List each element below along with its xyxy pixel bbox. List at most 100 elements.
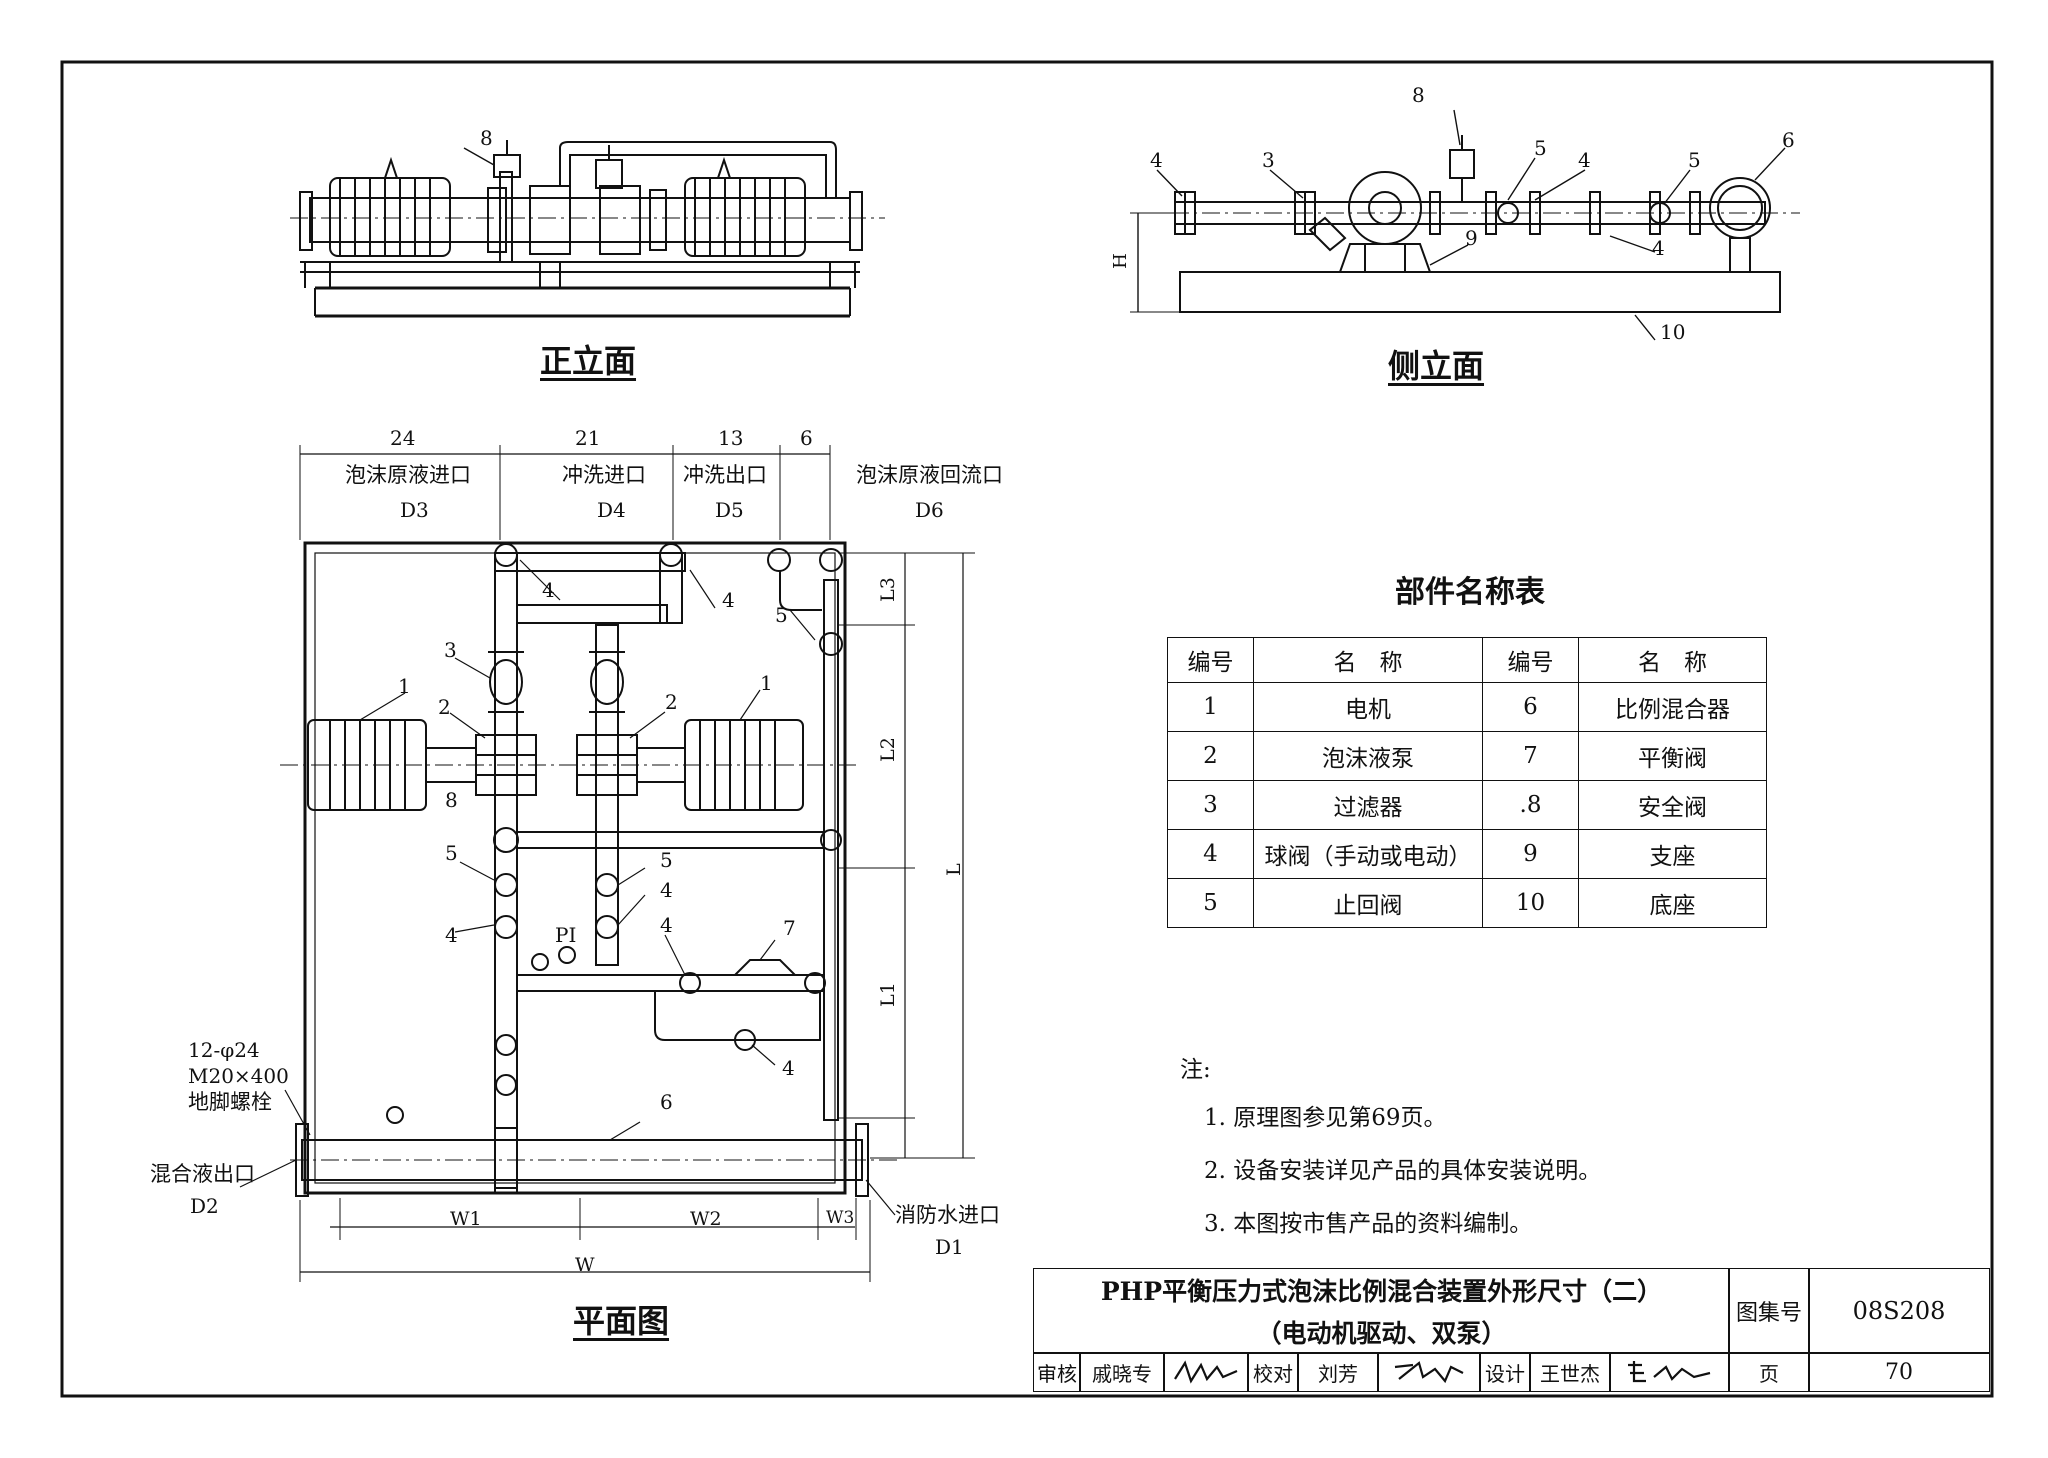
port-fire-water-inlet-code: D1	[935, 1235, 964, 1259]
checker-name: 刘芳	[1297, 1352, 1379, 1392]
table-cell: 9	[1482, 829, 1579, 879]
plan-callout-6: 6	[660, 1090, 673, 1114]
side-callout-4c: 4	[1652, 236, 1665, 260]
plan-dim-L2: L2	[876, 737, 899, 762]
side-callout-4a: 4	[1150, 148, 1163, 172]
table-header-row: 编号 名 称 编号 名 称	[1167, 637, 1767, 683]
table-row: 3 过滤器 .8 安全阀	[1167, 780, 1767, 830]
plan-callout-5c: 5	[660, 848, 673, 872]
table-header: 编号	[1167, 637, 1254, 683]
table-cell: 底座	[1578, 878, 1767, 928]
port-flush-inlet-code: D4	[597, 498, 626, 522]
sheet-border	[60, 60, 1994, 1398]
drawing-title-line1: PHP平衡压力式泡沫比例混合装置外形尺寸（二）	[1100, 1277, 1663, 1306]
checker-signature	[1377, 1352, 1481, 1392]
table-cell: 电机	[1253, 682, 1483, 732]
plan-callout-2b: 2	[665, 690, 678, 714]
port-mix-outlet-code: D2	[190, 1194, 219, 1218]
plan-callout-1b: 1	[760, 671, 773, 695]
plan-callout-4b: 4	[722, 588, 735, 612]
plan-callout-4e: 4	[660, 913, 673, 937]
port-flush-inlet: 冲洗进口	[562, 463, 646, 487]
note-item: 2. 设备安装详见产品的具体安装说明。	[1204, 1158, 1602, 1184]
plan-dim-6: 6	[800, 426, 813, 450]
side-dim-H: H	[1109, 253, 1131, 269]
reviewer-name: 戚晓专	[1079, 1352, 1165, 1392]
check-label: 校对	[1247, 1352, 1299, 1392]
plan-dim-W3: W3	[826, 1208, 855, 1228]
table-cell: 3	[1167, 780, 1254, 830]
port-foam-inlet: 泡沫原液进口	[345, 463, 471, 487]
plan-callout-5a: 5	[775, 603, 788, 627]
front-callout-8: 8	[480, 126, 493, 150]
plan-callout-8: 8	[445, 788, 458, 812]
plan-dim-24: 24	[390, 426, 416, 450]
plan-dim-L: L	[942, 863, 965, 876]
plan-callout-1a: 1	[398, 674, 411, 698]
table-cell: 4	[1167, 829, 1254, 879]
table-cell: 支座	[1578, 829, 1767, 879]
table-cell: 5	[1167, 878, 1254, 928]
table-header: 名 称	[1578, 637, 1767, 683]
signature-icon	[1627, 1361, 1710, 1383]
front-elevation-title: 正立面	[540, 342, 637, 380]
table-cell: 安全阀	[1578, 780, 1767, 830]
reviewer-signature	[1163, 1352, 1249, 1392]
plan-callout-3: 3	[444, 638, 457, 662]
plan-callout-7: 7	[783, 916, 796, 940]
port-foam-return-code: D6	[915, 498, 944, 522]
designer-name: 王世杰	[1529, 1352, 1611, 1392]
plan-callout-2a: 2	[438, 695, 451, 719]
front-elevation	[290, 140, 885, 318]
side-callout-4b: 4	[1578, 148, 1591, 172]
side-callout-8: 8	[1412, 83, 1425, 107]
atlas-number: 08S208	[1808, 1268, 1990, 1354]
table-row: 2 泡沫液泵 7 平衡阀	[1167, 731, 1767, 781]
note-item: 1. 原理图参见第69页。	[1204, 1105, 1447, 1131]
drawing-title: PHP平衡压力式泡沫比例混合装置外形尺寸（二） （电动机驱动、双泵）	[1033, 1268, 1730, 1354]
signature-icon	[1394, 1361, 1464, 1384]
side-callout-5b: 5	[1688, 148, 1701, 172]
title-block: PHP平衡压力式泡沫比例混合装置外形尺寸（二） （电动机驱动、双泵） 图集号 0…	[1033, 1268, 1990, 1392]
table-cell: .8	[1482, 780, 1579, 830]
table-cell: 比例混合器	[1578, 682, 1767, 732]
parts-table: 编号 名 称 编号 名 称 1 电机 6 比例混合器 2 泡沫液泵 7 平衡阀 …	[1167, 637, 1767, 928]
plan-dim-21: 21	[575, 426, 601, 450]
plan-view-title: 平面图	[573, 1302, 670, 1340]
parts-table-title: 部件名称表	[1395, 575, 1545, 610]
table-cell: 止回阀	[1253, 878, 1483, 928]
table-cell: 7	[1482, 731, 1579, 781]
plan-dim-L3: L3	[876, 577, 899, 602]
bolt-spec-2: M20×400	[188, 1064, 289, 1088]
plan-callout-4a: 4	[542, 578, 555, 602]
table-row: 4 球阀（手动或电动） 9 支座	[1167, 829, 1767, 879]
plan-callout-5b: 5	[445, 841, 458, 865]
plan-dim-13: 13	[718, 426, 744, 450]
side-callout-9: 9	[1465, 226, 1478, 250]
plan-callout-4f: 4	[782, 1056, 795, 1080]
port-foam-inlet-code: D3	[400, 498, 429, 522]
port-mix-outlet: 混合液出口	[150, 1162, 255, 1186]
table-cell: 2	[1167, 731, 1254, 781]
table-header: 编号	[1482, 637, 1579, 683]
table-cell: 球阀（手动或电动）	[1253, 829, 1483, 879]
designer-signature	[1609, 1352, 1730, 1392]
design-label: 设计	[1479, 1352, 1531, 1392]
notes-title: 注:	[1180, 1057, 1211, 1083]
bolt-spec-3: 地脚螺栓	[188, 1090, 272, 1114]
table-cell: 过滤器	[1253, 780, 1483, 830]
plan-callout-PI: PI	[555, 923, 577, 947]
side-callout-5a: 5	[1534, 136, 1547, 160]
atlas-label: 图集号	[1728, 1268, 1810, 1354]
port-flush-outlet-code: D5	[715, 498, 744, 522]
side-elevation	[1130, 109, 1800, 341]
plan-dim-W: W	[575, 1254, 595, 1276]
plan-dim-W1: W1	[450, 1208, 482, 1230]
page-label: 页	[1728, 1352, 1810, 1392]
plan-view	[239, 445, 975, 1282]
table-cell: 泡沫液泵	[1253, 731, 1483, 781]
table-cell: 10	[1482, 878, 1579, 928]
table-row: 1 电机 6 比例混合器	[1167, 682, 1767, 732]
